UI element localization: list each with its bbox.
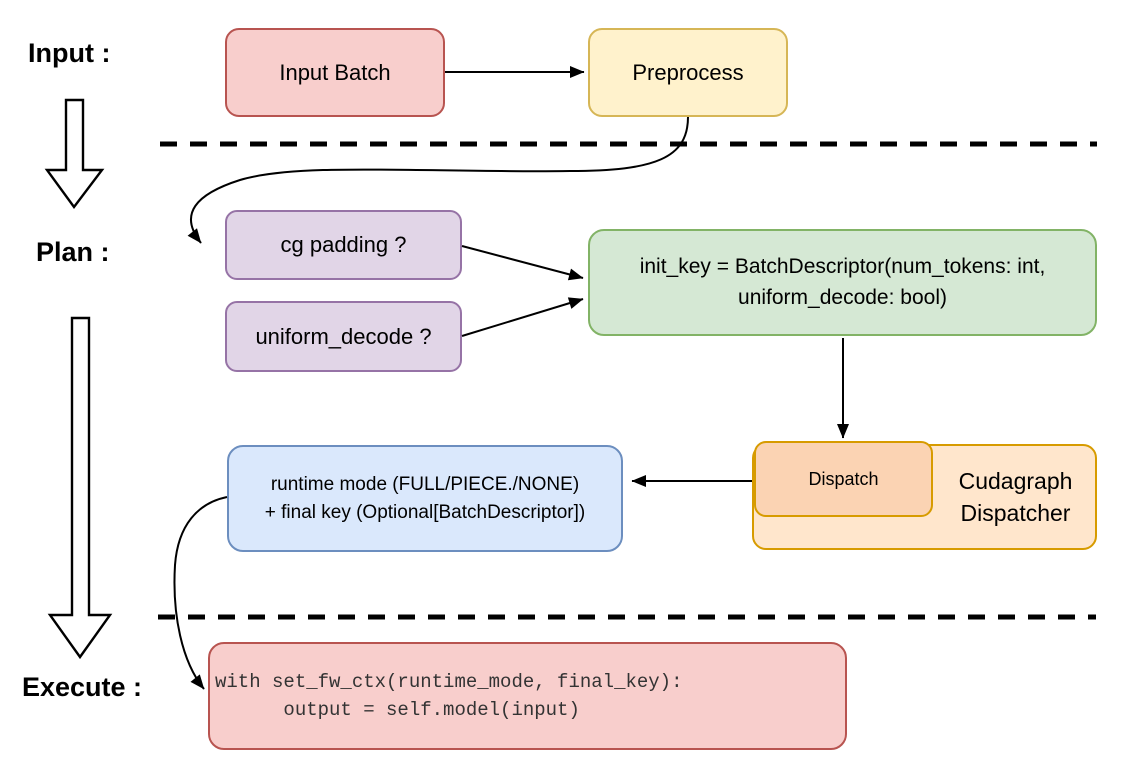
node-dispatch: Dispatch	[754, 441, 933, 517]
node-runtime-mode: runtime mode (FULL/PIECE./NONE) + final …	[227, 445, 623, 552]
cudagraph-dispatcher-label: Cudagraph Dispatcher	[938, 444, 1093, 550]
node-init-key-line1: init_key = BatchDescriptor(num_tokens: i…	[639, 255, 1046, 279]
stage-arrow-input-to-plan	[44, 98, 105, 210]
node-runtime-mode-line1: runtime mode (FULL/PIECE./NONE)	[270, 473, 580, 495]
node-runtime-mode-line2: + final key (Optional[BatchDescriptor])	[264, 501, 586, 523]
execute-code-line2: output = self.model(input)	[215, 699, 580, 721]
arrow-cg-padding-to-init-key	[461, 245, 584, 281]
cudagraph-dispatcher-line2: Dispatcher	[960, 500, 1071, 526]
node-preprocess: Preprocess	[588, 28, 788, 117]
arrow-uniform-decode-to-init-key	[461, 297, 584, 337]
stage-arrow-plan-to-execute	[47, 316, 113, 660]
node-input-batch-label: Input Batch	[279, 59, 391, 85]
node-uniform-decode: uniform_decode ?	[225, 301, 462, 372]
cudagraph-dispatcher-line1: Cudagraph	[958, 467, 1073, 494]
execute-code-line1: with set_fw_ctx(runtime_mode, final_key)…	[215, 670, 683, 693]
node-input-batch: Input Batch	[225, 28, 445, 117]
stage-label-input: Input :	[28, 38, 111, 68]
node-dispatch-label: Dispatch	[808, 468, 879, 489]
node-preprocess-label: Preprocess	[632, 59, 744, 85]
node-cg-padding-label: cg padding ?	[280, 232, 407, 258]
node-execute-code: with set_fw_ctx(runtime_mode, final_key)…	[208, 642, 847, 750]
stage-label-plan: Plan :	[36, 237, 110, 267]
node-uniform-decode-label: uniform_decode ?	[255, 323, 432, 349]
stage-label-execute: Execute :	[22, 672, 143, 702]
node-cg-padding: cg padding ?	[225, 210, 462, 280]
node-init-key: init_key = BatchDescriptor(num_tokens: i…	[588, 229, 1097, 336]
node-init-key-line2: uniform_decode: bool)	[738, 285, 947, 309]
